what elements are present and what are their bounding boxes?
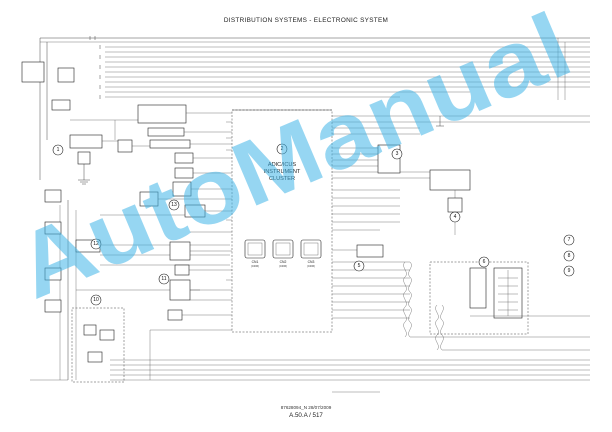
connector-cn3-code: (C006) bbox=[307, 264, 315, 268]
svg-text:10: 10 bbox=[93, 297, 99, 303]
svg-text:7: 7 bbox=[568, 237, 571, 243]
cluster-name-line1: ADIC/ICUS bbox=[268, 162, 297, 168]
top-bus-wires bbox=[40, 36, 590, 100]
svg-text:4: 4 bbox=[454, 214, 457, 220]
connector-cn3-name: CN3 bbox=[308, 260, 315, 264]
page-title: DISTRIBUTION SYSTEMS - ELECTRONIC SYSTEM bbox=[223, 17, 389, 24]
callout-12: 12 bbox=[90, 238, 102, 250]
callout-6: 6 bbox=[478, 256, 490, 268]
svg-text:12: 12 bbox=[93, 241, 99, 247]
callout-7: 7 bbox=[563, 234, 575, 246]
callout-1: 1 bbox=[52, 144, 64, 156]
svg-text:2: 2 bbox=[281, 146, 284, 152]
middle-left-components bbox=[137, 104, 232, 331]
svg-text:3: 3 bbox=[396, 151, 399, 157]
svg-text:9: 9 bbox=[568, 268, 571, 274]
svg-text:6: 6 bbox=[483, 259, 486, 265]
callout-13: 13 bbox=[168, 199, 180, 211]
callout-3: 3 bbox=[391, 148, 403, 160]
cluster-right-wires bbox=[332, 115, 590, 319]
callout-2: 2 bbox=[276, 143, 288, 155]
callout-9: 9 bbox=[563, 265, 575, 277]
connector-cn1: CN1 (C006) bbox=[244, 239, 266, 268]
callout-4: 4 bbox=[449, 211, 461, 223]
callout-10: 10 bbox=[90, 294, 102, 306]
svg-text:5: 5 bbox=[358, 263, 361, 269]
svg-text:11: 11 bbox=[161, 276, 166, 282]
left-power-section bbox=[21, 38, 160, 185]
connector-cn3: CN3 (C006) bbox=[300, 239, 322, 268]
connector-cn2: CN2 (C006) bbox=[272, 239, 294, 268]
svg-text:13: 13 bbox=[171, 202, 177, 208]
callouts: 1 2 3 4 5 6 7 8 9 10 11 12 13 bbox=[52, 143, 575, 306]
cluster-name-line3: CLUSTER bbox=[269, 176, 295, 182]
bottom-bus-wires bbox=[110, 315, 590, 393]
callout-5: 5 bbox=[353, 260, 365, 272]
svg-text:8: 8 bbox=[568, 253, 571, 259]
footer-page-ref: A.50.A / 517 bbox=[289, 412, 323, 419]
connector-cn1-code: (C006) bbox=[251, 264, 259, 268]
cluster-name-line2: INSTRUMENT bbox=[264, 169, 301, 175]
right-components bbox=[356, 144, 529, 351]
footer-doc-number: 87628094_N 28/07/2009 bbox=[280, 405, 332, 410]
connector-cn1-name: CN1 bbox=[252, 260, 259, 264]
callout-11: 11 bbox=[158, 273, 170, 285]
instrument-cluster: ADIC/ICUS INSTRUMENT CLUSTER CN1 (C006) … bbox=[226, 109, 340, 333]
connector-cn2-name: CN2 bbox=[280, 260, 287, 264]
connector-cn2-code: (C006) bbox=[279, 264, 287, 268]
svg-text:1: 1 bbox=[57, 147, 60, 153]
callout-8: 8 bbox=[563, 250, 575, 262]
